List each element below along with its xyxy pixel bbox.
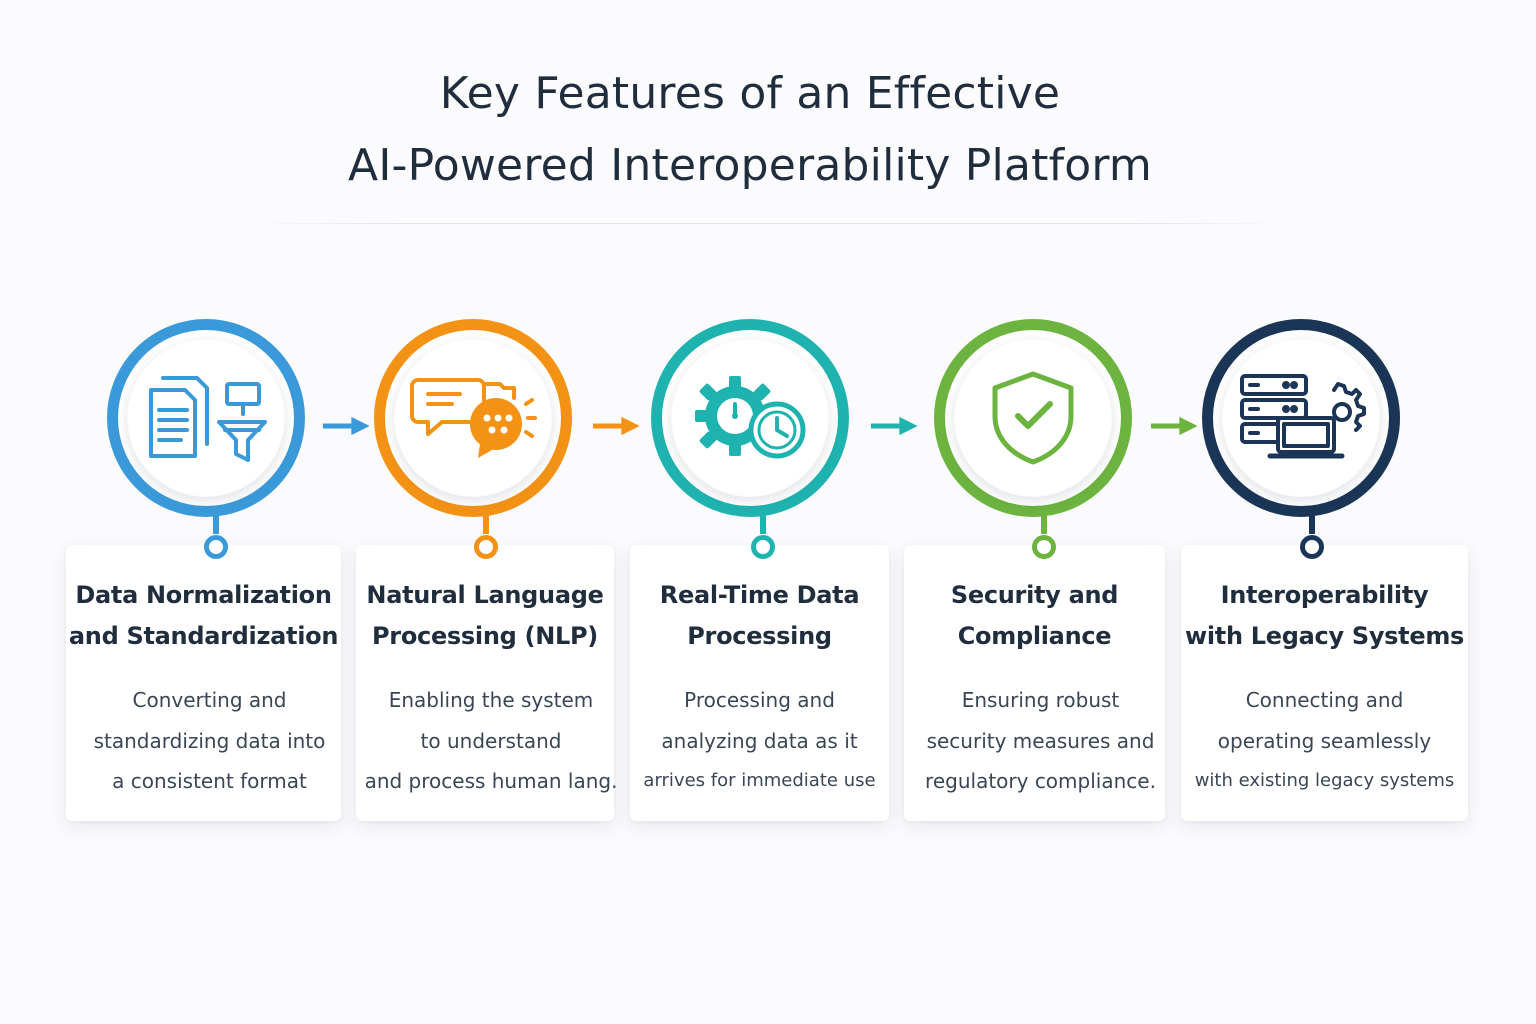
arrow-icon <box>593 416 640 436</box>
card-description: Processing and analyzing data as it arri… <box>630 680 889 802</box>
card-desc-line: Processing and <box>684 688 835 712</box>
card-desc-line: Enabling the system <box>388 688 594 712</box>
card-desc-line: a consistent format <box>112 769 307 793</box>
step-connector-knob <box>204 535 228 559</box>
card-desc-line: with existing legacy systems <box>1194 770 1455 791</box>
shield-check-icon <box>992 371 1074 465</box>
card-title-line: Real-Time Data <box>659 581 860 609</box>
arrow-icon <box>1151 416 1198 436</box>
step-ring <box>934 319 1132 517</box>
card-title: Real-Time Data Processing <box>630 575 889 657</box>
card-desc-line: Connecting and <box>1245 688 1404 712</box>
title-divider <box>250 223 1286 224</box>
card-desc-line: security measures and <box>926 728 1155 753</box>
step-ring <box>374 319 572 517</box>
card-desc-line: Converting and <box>132 688 287 712</box>
card-title-line: Natural Language <box>366 581 604 609</box>
card-desc-line: to understand <box>420 728 562 753</box>
card-desc-line: operating seamlessly <box>1217 728 1432 753</box>
card-desc-line: and process human lang. <box>364 769 618 793</box>
page-title: Key Features of an Effective AI-Powered … <box>0 58 1500 202</box>
step-connector-knob <box>751 535 775 559</box>
card-title-line: with Legacy Systems <box>1184 622 1465 650</box>
chat-bubbles-icon <box>410 378 537 458</box>
card-title-line: and Standardization <box>68 622 339 650</box>
arrow-icon <box>323 416 370 436</box>
card-title-line: Compliance <box>957 622 1112 650</box>
card-title: Natural Language Processing (NLP) <box>356 575 614 657</box>
step-ring <box>1202 319 1400 517</box>
card-desc-line: regulatory compliance. <box>925 769 1156 793</box>
card-security: Security and Compliance <box>904 545 1165 821</box>
card-title: Data Normalization and Standardization <box>66 575 341 657</box>
step-ring <box>651 319 849 517</box>
card-description: Ensuring robust security measures and re… <box>904 680 1177 802</box>
card-desc-line: standardizing data into <box>93 728 326 753</box>
card-data-normalization: Data Normalization and Standardization <box>66 545 341 821</box>
step-connector-knob <box>474 535 498 559</box>
card-title-line: Processing <box>687 622 832 650</box>
card-legacy: Interoperability with Legacy Systems <box>1181 545 1468 821</box>
card-description: Enabling the system to understand and pr… <box>356 680 626 802</box>
title-line-1: Key Features of an Effective <box>439 68 1061 119</box>
arrow-icon <box>871 416 918 436</box>
card-title-line: Data Normalization <box>75 581 332 609</box>
card-description: Converting and standardizing data into a… <box>66 680 353 802</box>
card-title-line: Interoperability <box>1220 581 1429 609</box>
gear-clock-icon <box>695 376 806 459</box>
card-desc-line: analyzing data as it <box>661 728 858 753</box>
card-title: Security and Compliance <box>904 575 1165 657</box>
card-description: Connecting and operating seamlessly with… <box>1181 680 1468 802</box>
card-title-line: Security and <box>950 581 1119 609</box>
card-desc-line: Ensuring robust <box>961 688 1120 712</box>
card-real-time: Real-Time Data Processing <box>630 545 889 821</box>
card-nlp: Natural Language Processing (NLP) <box>356 545 614 821</box>
card-title: Interoperability with Legacy Systems <box>1181 575 1468 657</box>
title-line-2: AI-Powered Interoperability Platform <box>348 140 1152 191</box>
step-connector-knob <box>1300 535 1324 559</box>
step-ring <box>107 319 305 517</box>
card-title-line: Processing (NLP) <box>372 622 598 650</box>
step-connector-knob <box>1032 535 1056 559</box>
card-desc-line: arrives for immediate use <box>643 770 876 791</box>
server-laptop-icon <box>1240 374 1366 459</box>
document-filter-icon <box>149 376 267 462</box>
